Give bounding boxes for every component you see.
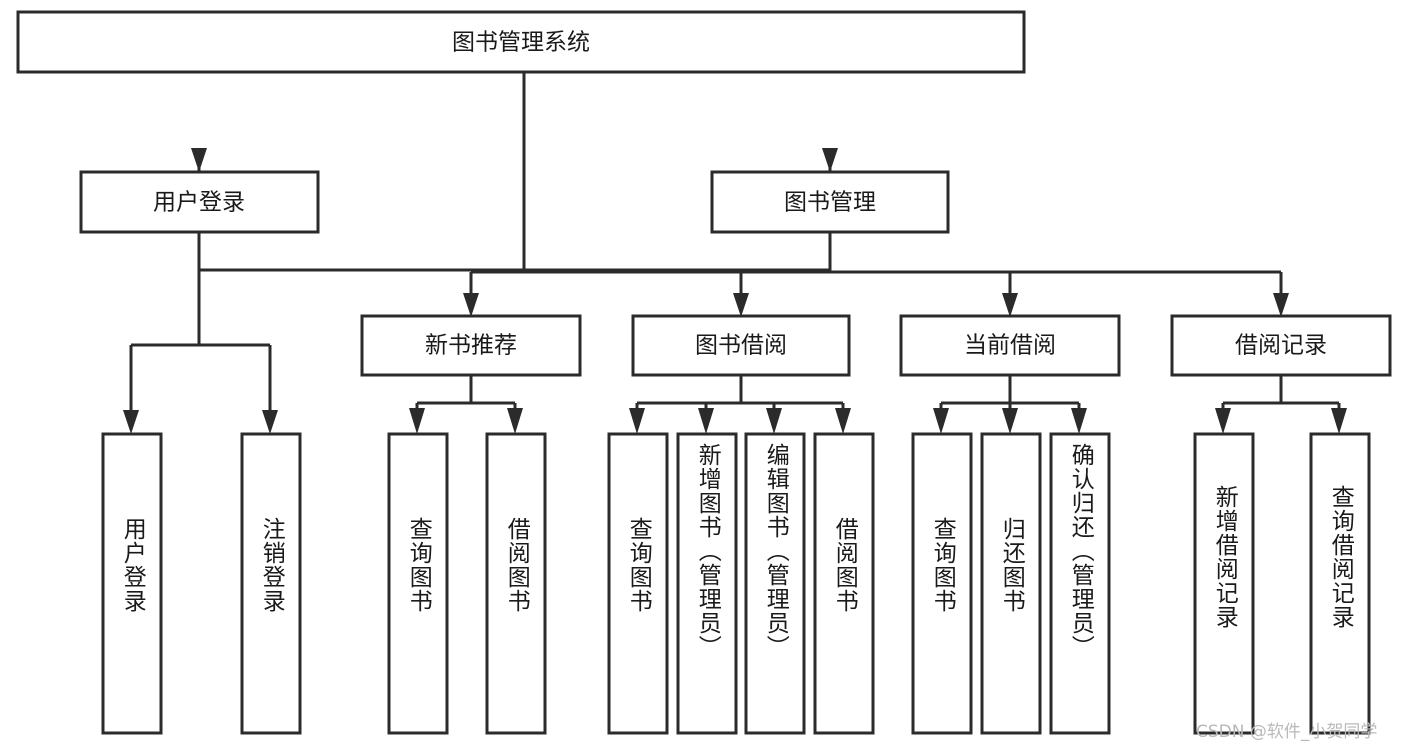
node-new-book-rec-label: 新书推荐 — [425, 333, 517, 359]
node-root-box[interactable] — [16, 10, 1026, 74]
arrow-head-leaf-10 — [1002, 408, 1018, 434]
node-user-login[interactable]: 用户登录 — [79, 170, 320, 234]
node-leaf-12-box[interactable] — [1193, 432, 1255, 735]
arrow-head-leaf-1 — [123, 410, 139, 434]
arrow-head-leaf-12 — [1215, 408, 1231, 434]
arrow-head-leaf-9 — [933, 408, 949, 434]
node-borrow-record-box[interactable] — [1170, 314, 1392, 377]
arrow-head-borrow-record — [1273, 293, 1289, 317]
leaf-box-group — [101, 432, 1371, 735]
node-new-book-rec[interactable]: 新书推荐 — [360, 314, 582, 377]
node-user-login-label: 用户登录 — [153, 190, 245, 216]
node-leaf-11-box[interactable] — [1049, 432, 1111, 735]
node-borrow-record[interactable]: 借阅记录 — [1170, 314, 1392, 377]
arrow-head-book-manage — [822, 148, 838, 172]
node-current-borrow[interactable]: 当前借阅 — [899, 314, 1121, 377]
arrow-head-leaf-6 — [698, 408, 714, 434]
arrow-head-leaf-3 — [409, 408, 425, 434]
node-book-borrow-box[interactable] — [631, 314, 851, 377]
node-current-borrow-label: 当前借阅 — [964, 333, 1056, 359]
node-book-borrow-label: 图书借阅 — [695, 333, 787, 359]
arrow-head-leaf-13 — [1331, 408, 1347, 434]
arrow-head-leaf-5 — [629, 408, 645, 434]
arrow-head-leaf-2 — [262, 410, 278, 434]
node-book-manage-label: 图书管理 — [784, 190, 876, 216]
arrow-head-user-login — [191, 148, 207, 172]
node-leaf-3-box[interactable] — [387, 432, 449, 735]
node-root-label: 图书管理系统 — [452, 30, 590, 56]
arrow-head-book-borrow — [733, 293, 749, 317]
arrow-head-leaf-11 — [1071, 408, 1087, 434]
node-book-manage-box[interactable] — [710, 170, 950, 234]
node-current-borrow-box[interactable] — [899, 314, 1121, 377]
connector-group — [123, 72, 1347, 434]
arrow-head-leaf-4 — [507, 408, 523, 434]
node-book-manage[interactable]: 图书管理 — [710, 170, 950, 234]
node-leaf-2-box[interactable] — [240, 432, 302, 735]
arrow-head-new-book-rec — [463, 293, 479, 317]
node-root[interactable]: 图书管理系统 — [16, 10, 1026, 74]
node-book-borrow[interactable]: 图书借阅 — [631, 314, 851, 377]
node-leaf-1-box[interactable] — [101, 432, 163, 735]
node-leaf-6-box[interactable] — [676, 432, 738, 735]
node-leaf-8-box[interactable] — [813, 432, 875, 735]
csdn-watermark: CSDN @软件_小贺同学 — [1196, 722, 1378, 742]
node-leaf-9-box[interactable] — [911, 432, 973, 735]
arrow-head-leaf-8 — [835, 408, 851, 434]
node-leaf-5-box[interactable] — [607, 432, 669, 735]
node-leaf-13-box[interactable] — [1309, 432, 1371, 735]
arrow-head-leaf-7 — [766, 408, 782, 434]
arrow-head-current-borrow — [1002, 293, 1018, 317]
node-new-book-rec-box[interactable] — [360, 314, 582, 377]
node-leaf-10-box[interactable] — [980, 432, 1042, 735]
node-leaf-4-box[interactable] — [485, 432, 547, 735]
node-user-login-box[interactable] — [79, 170, 320, 234]
node-leaf-7-box[interactable] — [744, 432, 806, 735]
node-borrow-record-label: 借阅记录 — [1235, 333, 1327, 359]
